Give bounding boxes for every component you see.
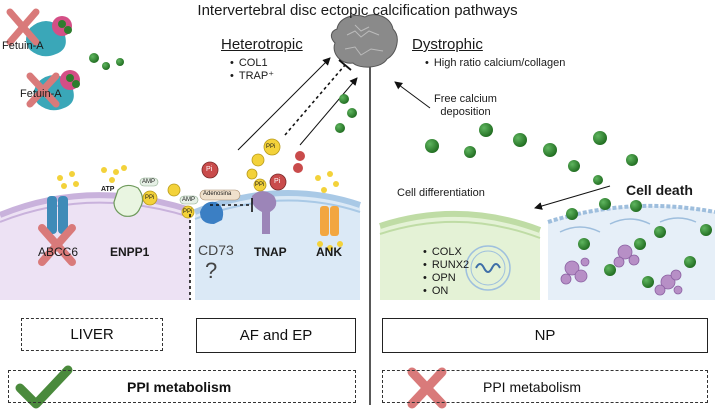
cell-differentiation-label: Cell differentiation [397,187,485,199]
marker-item: OPN [423,272,469,285]
amp-molecule [139,177,159,187]
ppi-molecule [181,205,195,219]
amp-molecule [179,195,199,205]
ank-label: ANK [316,245,342,259]
diagram-title: Intervertebral disc ectopic calcificatio… [197,2,518,19]
free-calcium-label: Free calcium deposition [434,93,497,119]
adenosine-molecule [199,189,241,201]
ppi-label: PPi [255,182,265,188]
region-np: NP [382,318,708,353]
atp-cluster [315,171,343,251]
ppi-molecule [167,183,181,197]
ppi-label: PPi [145,195,155,201]
enpp1-enzyme-icon [113,184,144,217]
ppi-molecule [253,178,267,192]
check-icon [15,365,73,409]
atp-cluster [101,165,127,183]
ppi-molecule [142,190,158,206]
dystrophic-bullets: High ratio calcium/collagen [425,57,565,70]
cd73-question-mark: ? [205,258,218,283]
pi-label: Pi [206,166,213,173]
ppi-molecule [251,153,265,167]
fetuin-a-icon [26,16,72,57]
cell-death-label: Cell death [626,182,693,198]
pi-label: Pi [274,178,281,185]
region-af-ep: AF and EP [196,318,356,353]
inhibit-ppi-to-deposit [284,64,346,136]
arrow-free-calcium [394,81,431,109]
atp-label: ATP [101,186,115,193]
dystrophic-heading: Dystrophic [412,36,483,53]
tnap-enzyme-icon [251,191,277,234]
fetuin-a-icon [34,70,80,111]
ppi-metabolism-active: PPI metabolism [8,370,356,403]
ank-transporter-icon [320,206,339,236]
cross-icon [26,72,60,108]
ppi-molecule [263,138,281,156]
marker-item: RUNX2 [423,259,469,272]
tnap-label: TNAP [254,245,287,259]
np-dying-cell [547,203,715,300]
enpp1-label: ENPP1 [110,245,150,259]
arrow-ca-to-deposit [299,77,358,146]
ppi-metabolism-inactive: PPI metabolism [382,370,708,403]
dystrophic-bullet: High ratio calcium/collagen [425,57,565,70]
pi-molecule [293,163,303,173]
arrow-cell-differentiation [534,185,611,210]
fetuin-a-label: Fetuin-A [2,40,44,52]
amp-label: AMP [182,197,196,203]
free-calcium-line: deposition [440,106,491,118]
heterotropic-bullet: TRAP⁺ [230,70,274,83]
marker-item: ON [423,285,469,298]
calcified-deposit-icon [330,14,398,68]
liver-cell-membrane [0,192,191,300]
marker-item: COLX [423,246,469,259]
cross-icon [407,367,447,409]
ppi-label: PPi [183,209,193,215]
adenosine-label: Adenosina [203,191,232,197]
cross-icon [38,224,76,266]
pi-molecule [201,161,219,179]
abcc6-label: ABCC6 [38,245,79,259]
differentiation-markers: COLX RUNX2 OPN ON [423,246,469,298]
cross-icon [6,8,40,46]
arrow-pi-to-deposit [237,57,331,151]
apoptotic-debris-icon [560,244,683,296]
calcium-ions [89,53,712,288]
amp-label: AMP [142,179,156,185]
dna-icon [475,263,501,273]
heterotropic-heading: Heterotropic [221,36,303,53]
abcc6-transporter-icon [47,196,68,234]
cd73-label: CD73 [198,242,234,258]
region-liver: LIVER [21,318,163,351]
ppi-label: PPi [266,144,276,150]
heterotropic-bullets: COL1 TRAP⁺ [230,57,274,83]
fetuin-a-label: Fetuin-A [20,88,62,100]
free-calcium-line: Free calcium [434,93,497,105]
cd73-enzyme-icon [200,201,224,224]
heterotropic-bullet: COL1 [230,57,274,70]
ppi-molecule [246,168,258,180]
pi-molecule [295,151,305,161]
pi-molecule [269,173,287,191]
atp-cluster [57,171,79,189]
